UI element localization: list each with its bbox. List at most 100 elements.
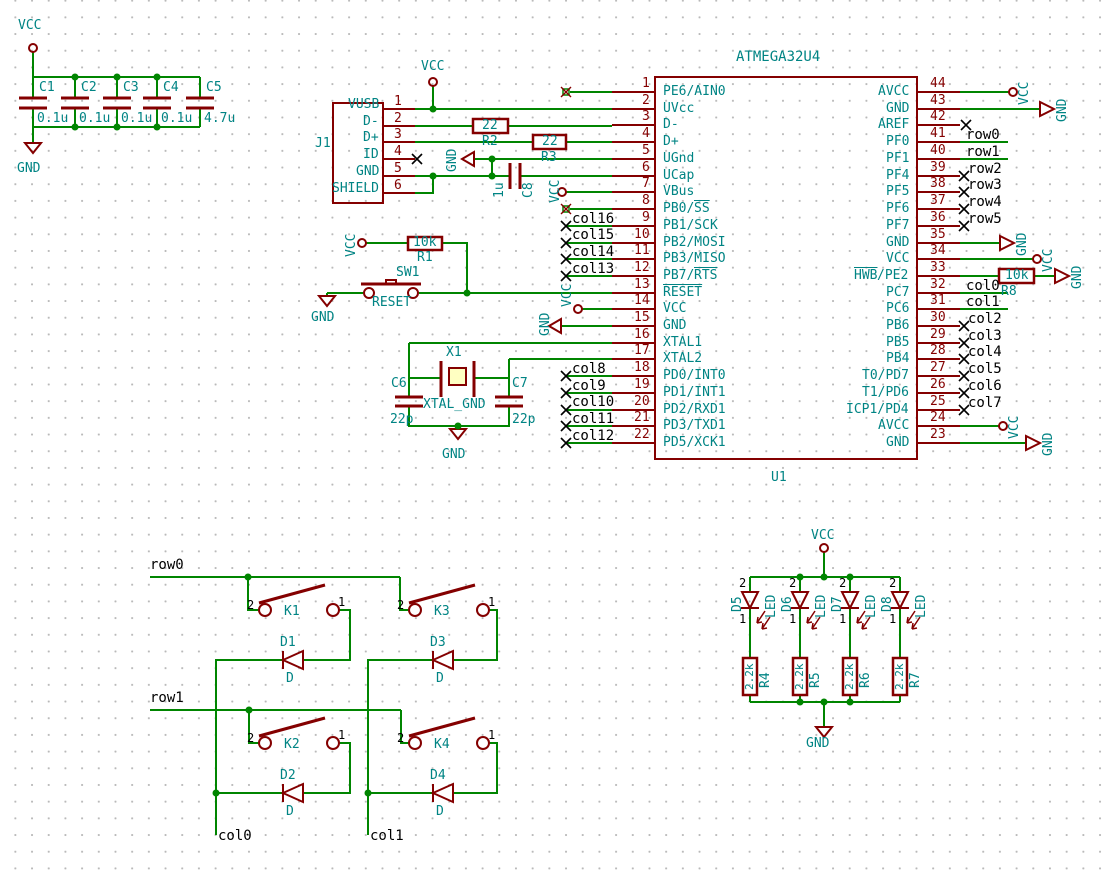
gnd-label-sw1: GND (311, 310, 335, 325)
d2-ref: D2 (280, 768, 296, 783)
pin-name-12b: RTS (694, 268, 718, 283)
d4-value: D (436, 804, 444, 819)
vcc-label-pin34: VCC (1041, 248, 1056, 272)
j1-pin-name-gnd: GND (356, 164, 380, 179)
r1-value: 10k (413, 235, 437, 250)
ic-ref: U1 (771, 470, 787, 485)
pin-name-9: PB1/SCK (663, 218, 718, 233)
net-label-row2: row2 (968, 161, 1002, 177)
pin-num-43: 43 (930, 93, 946, 108)
r4-ref: R4 (758, 672, 773, 688)
pin-name-36: PF7 (886, 218, 910, 233)
gnd-label-leds: GND (806, 736, 830, 751)
u1-right-pin-stubs (917, 91, 960, 444)
d5-pin-1: 1 (739, 612, 747, 626)
pin-num-4: 4 (642, 126, 650, 141)
pin-num-25: 25 (930, 394, 946, 409)
j1-pin-name-vusb: VUSB (348, 97, 380, 112)
pin-num-8: 8 (642, 193, 650, 208)
vcc-label-leds: VCC (811, 528, 835, 543)
x1-ref: X1 (446, 345, 462, 360)
k3-pin-2: 2 (397, 598, 405, 612)
pin-num-32: 32 (930, 277, 946, 292)
pin-name-15: GND (663, 318, 687, 333)
pin-num-36: 36 (930, 210, 946, 225)
r7-ref: R7 (908, 672, 923, 688)
pin-name-27: T0/PD7 (862, 368, 909, 383)
d3-value: D (436, 671, 444, 686)
pin-name-22: PD5/XCK1 (663, 435, 726, 450)
pin-name-42: AREF (878, 117, 910, 132)
pin-name-31: PC6 (886, 301, 910, 316)
vcc-label-pin14: VCC (560, 283, 575, 307)
pin-num-39: 39 (930, 160, 946, 175)
gnd-label-pin43: GND (1055, 98, 1070, 122)
net-label-row3: row3 (968, 177, 1002, 193)
x1-crystal (439, 361, 476, 397)
r1-ref: R1 (417, 250, 433, 265)
net-label-col16: col16 (572, 211, 615, 227)
net-label-row4: row4 (968, 194, 1002, 210)
j1-pin-name-id: ID (363, 147, 379, 162)
pin-num-24: 24 (930, 410, 946, 425)
net-label-col5: col5 (968, 361, 1002, 377)
pin-num-2: 2 (642, 93, 650, 108)
d7-pin-1: 1 (839, 612, 847, 626)
c7-ref: C7 (512, 376, 528, 391)
net-label-row1: row1 (966, 144, 1000, 160)
r8-value: 10k (1005, 268, 1029, 283)
c6-c7-plates (395, 395, 523, 408)
cap-ref-c2: C2 (81, 80, 97, 95)
j1-pin-name-dplus: D+ (363, 130, 379, 145)
d8-pin-1: 1 (889, 612, 897, 626)
net-label-row5: row5 (968, 211, 1002, 227)
pin-num-42: 42 (930, 109, 946, 124)
pin-num-29: 29 (930, 327, 946, 342)
pin-num-31: 31 (930, 293, 946, 308)
r7-value: 2.2k (893, 663, 906, 691)
vcc-label-r1: VCC (344, 233, 359, 257)
pin-name-26: T1/PD6 (862, 385, 909, 400)
cap-val-c1: 0.1u (37, 111, 69, 126)
sw1-body (361, 279, 421, 299)
net-label-col8: col8 (572, 361, 606, 377)
d6-ref: D6 (780, 596, 795, 612)
pin-num-21: 21 (634, 410, 650, 425)
pin-name-38: PF5 (886, 184, 910, 199)
cap-val-c2: 0.1u (79, 111, 111, 126)
net-label-col0: col0 (966, 278, 1000, 294)
pin-name-8a: PB0/ (663, 201, 695, 216)
r8-body (997, 267, 1036, 285)
pin-num-15: 15 (634, 310, 650, 325)
j1-pin-num-1: 1 (394, 94, 402, 109)
pin-name-20: PD2/RXD1 (663, 402, 726, 417)
r2-ref: R2 (482, 134, 498, 149)
vcc-label-pin44: VCC (1017, 81, 1032, 105)
u1-left-pin-stubs (612, 91, 655, 444)
vcc-label-vbus: VCC (548, 179, 563, 203)
pin-name-2: UVcc (663, 101, 695, 116)
pin-num-12: 12 (634, 260, 650, 275)
j1-pin-num-4: 4 (394, 144, 402, 159)
k3-pin-1: 1 (488, 595, 496, 609)
net-label-col12: col12 (572, 428, 615, 444)
pin-name-39: PF4 (886, 168, 910, 183)
pin-name-16: XTAL1 (663, 335, 703, 350)
component-shapes[interactable] (19, 76, 1036, 803)
j1-pin-num-2: 2 (394, 111, 402, 126)
pin-name-34: VCC (886, 251, 910, 266)
d1-ref: D1 (280, 635, 296, 650)
c8-value: 1u (492, 182, 507, 198)
j1-ref: J1 (315, 136, 331, 151)
pin-num-34: 34 (930, 243, 946, 258)
pin-num-30: 30 (930, 310, 946, 325)
pin-name-4: D+ (663, 134, 679, 149)
j1-pin-num-5: 5 (394, 161, 402, 176)
pin-name-7: VBus (663, 184, 695, 199)
pin-name-30: PB6 (886, 318, 910, 333)
d8-value: LED (914, 594, 929, 618)
gnd-label-ugnd: GND (445, 148, 460, 172)
gnd-power-label: GND (17, 161, 41, 176)
pin-name-1: PE6/AIN0 (663, 84, 726, 99)
